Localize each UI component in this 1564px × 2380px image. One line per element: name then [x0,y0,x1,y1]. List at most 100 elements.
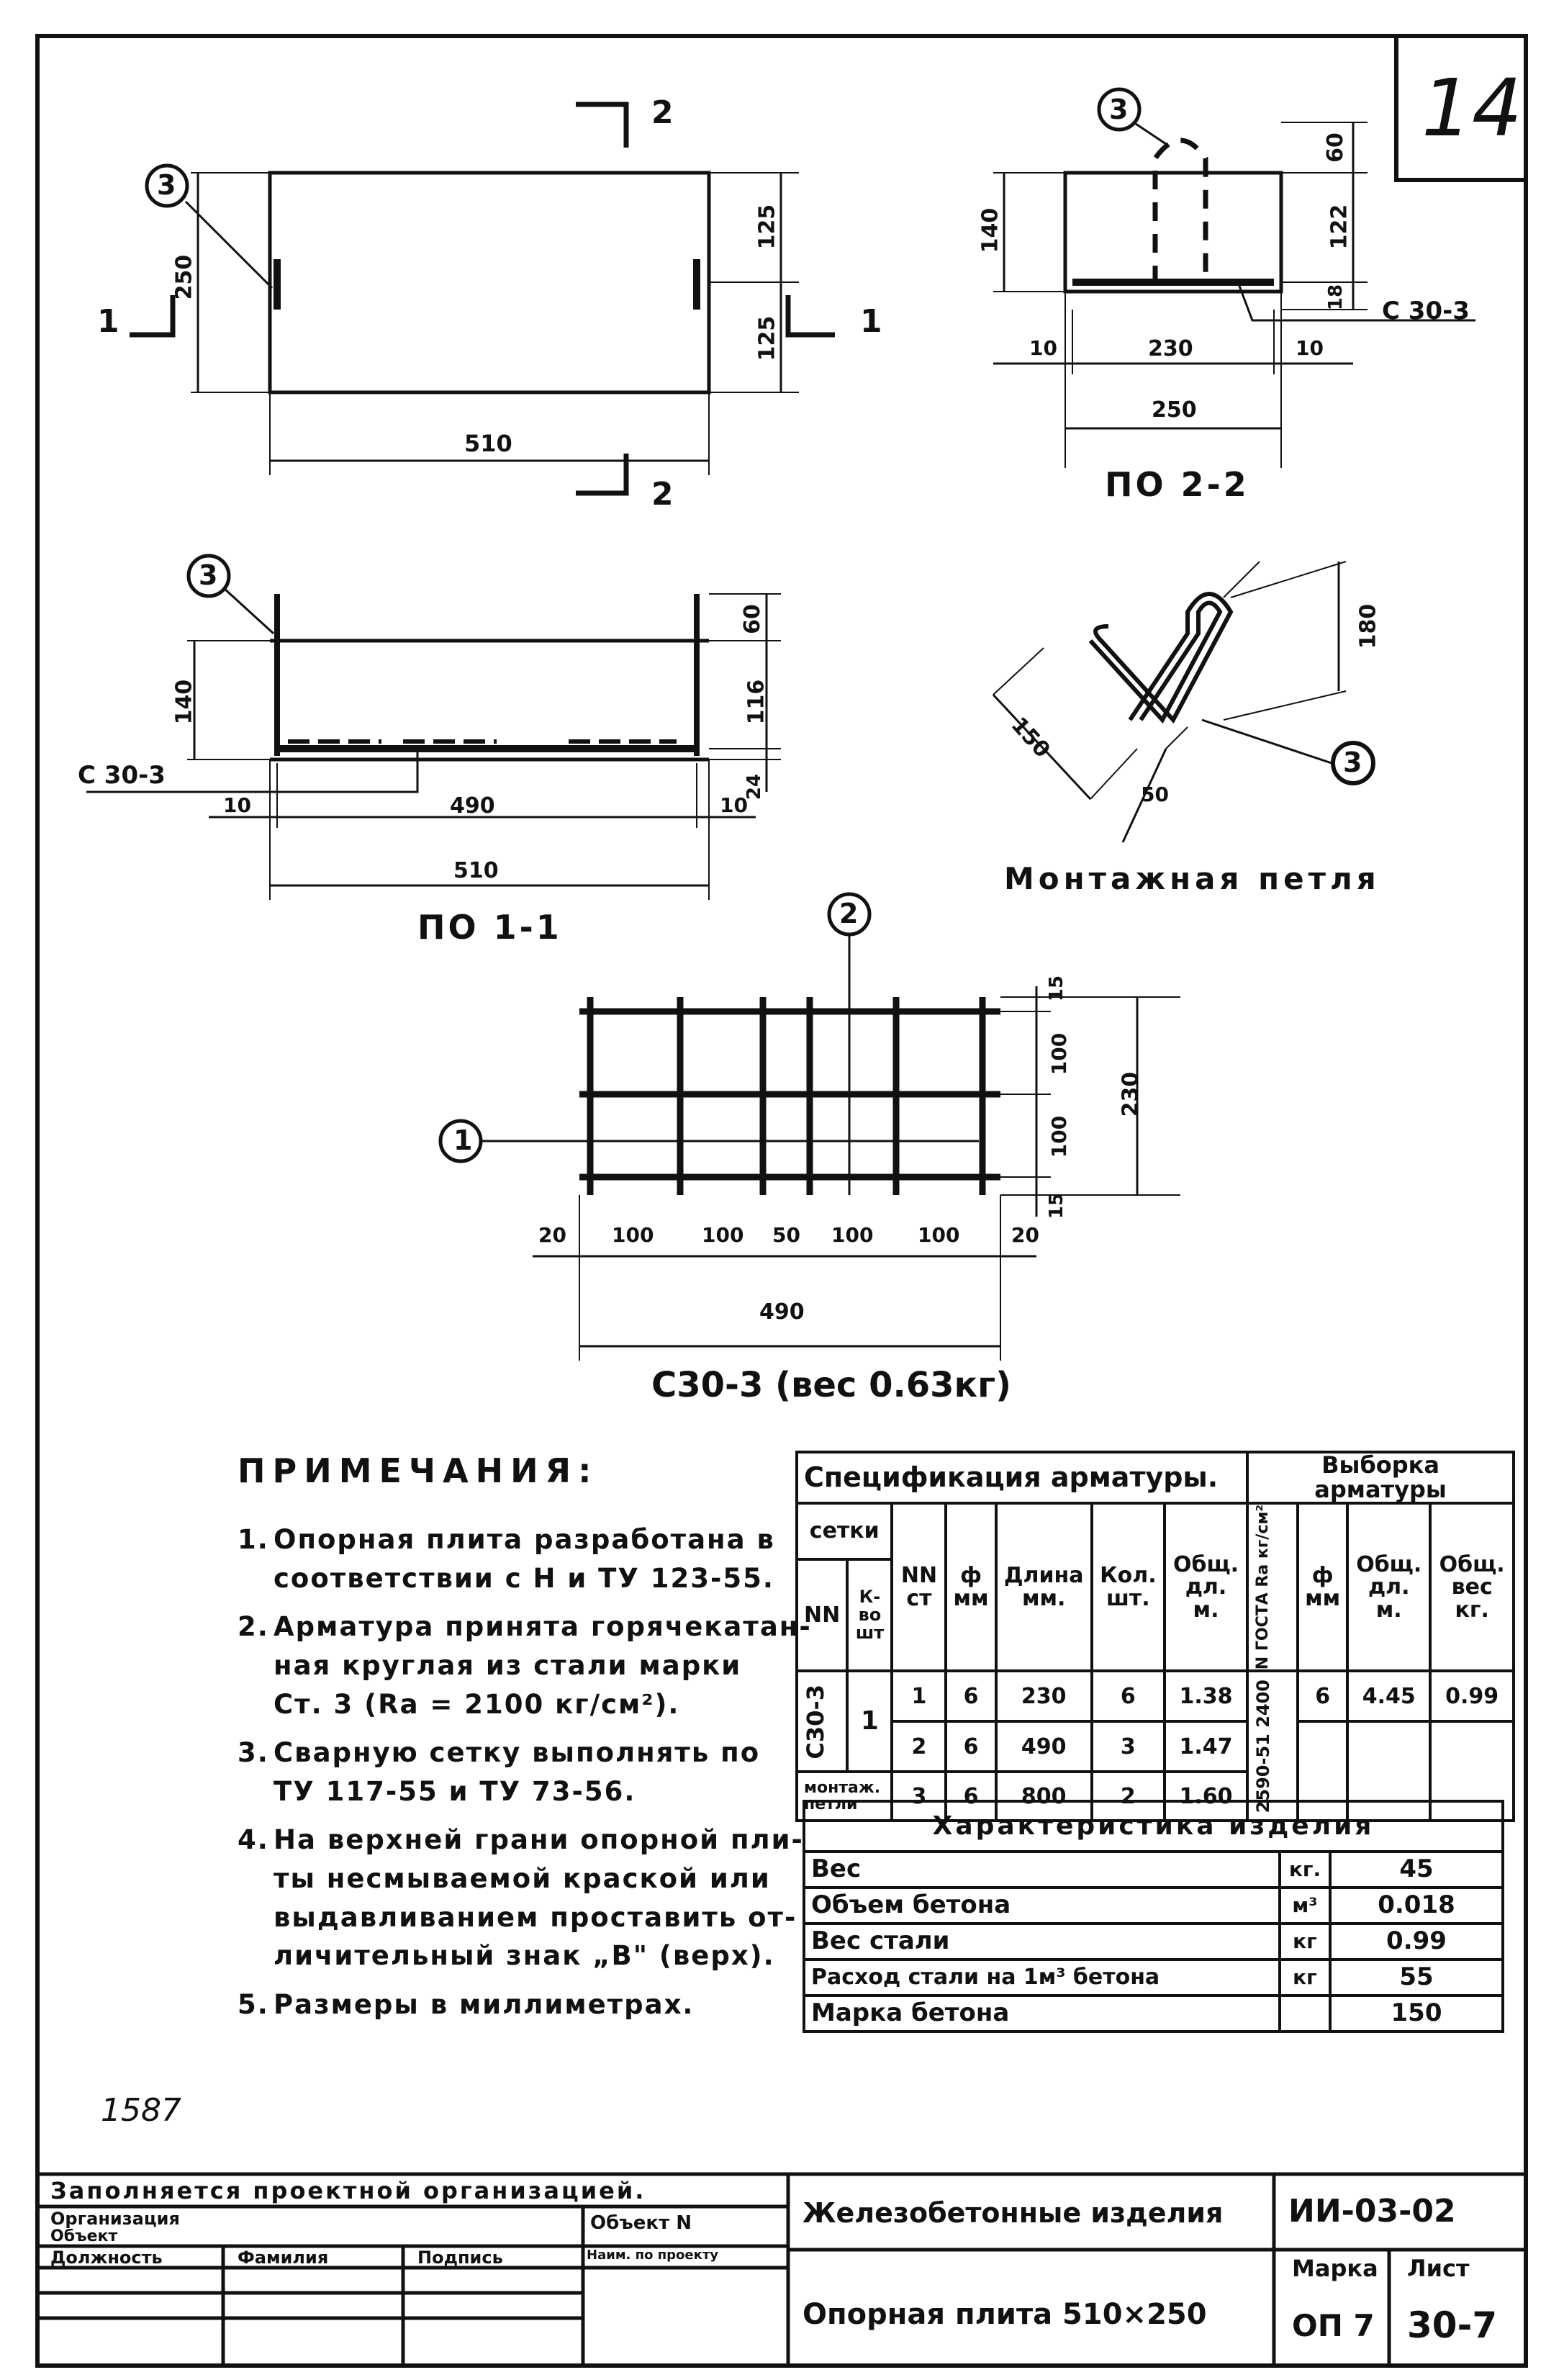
title-block-position: Должность [50,2248,163,2268]
char-unit: м³ [1278,1886,1332,1925]
gost-value-cell: 2590-51 2400 [1246,1669,1300,1823]
row1-qty: 6 [1090,1669,1166,1723]
section-1-1-label: ПО 1-1 [417,908,562,947]
title-block-header: Заполняется проектной организацией. [50,2177,646,2204]
header-length: Длина мм. [994,1502,1093,1673]
header-qty: Кол. шт. [1090,1502,1166,1673]
header-total-len: Общ. дл. м. [1162,1502,1249,1673]
char-value: 45 [1329,1850,1504,1889]
sheet-number-box [1394,34,1528,182]
row1-len: 230 [994,1669,1093,1723]
mesh-total-dim: 490 [759,1299,805,1325]
notes-block: ПРИМЕЧАНИЯ: 1.Опорная плита разработана … [238,1454,828,2034]
mesh-bottom-dim-50: 50 [772,1223,800,1247]
header-sel-dia: ф мм [1296,1502,1350,1673]
plan-section-2-bottom: 2 [651,476,674,513]
char-value: 0.99 [1329,1922,1504,1961]
sel-weight: 0.99 [1429,1669,1515,1723]
section-2-2-mesh-label: С 30-3 [1382,297,1470,325]
mesh-right-dim-100-a: 100 [1047,1032,1072,1076]
section-2-2-dim-18: 18 [1325,284,1347,311]
plan-height-dim: 250 [171,254,197,300]
section-1-1-bottom-490: 490 [450,793,495,819]
section-2-2-total-dim: 250 [1152,397,1197,423]
mesh-caption: С30-3 (вес 0.63кг) [651,1365,1012,1405]
row1-dia: 6 [944,1669,998,1723]
char-table: Характеристика изделия Вес кг. 45 Объем … [803,1800,1504,2033]
title-block-signature: Подпись [417,2248,503,2268]
mesh-bottom-dim-20-right: 20 [1011,1223,1039,1247]
plan-section-1-right: 1 [860,303,882,340]
note-item: 2.Арматура принята горячекатан- ная круг… [238,1611,812,1720]
char-name: Марка бетона [803,1994,1281,2033]
section-1-1-total-dim: 510 [453,858,499,883]
mesh-right-dim-15-bottom: 15 [1046,1192,1068,1220]
section-2-2-leader-3: 3 [1109,94,1129,125]
title-block-series: Железобетонные изделия [803,2197,1224,2229]
plan-half-dim-top: 125 [754,204,780,250]
row1-bar: 1 [890,1669,948,1723]
char-value: 0.018 [1329,1886,1504,1925]
header-sel-len: Общ. дл. м. [1346,1502,1432,1673]
char-unit: кг [1278,1958,1332,1997]
mesh-bottom-dim-20-left: 20 [538,1223,566,1247]
sheet-number: 14 [1421,62,1522,154]
row2-qty: 3 [1090,1720,1166,1774]
handwritten-note: 1587 [101,2092,181,2129]
char-unit [1278,1994,1332,2033]
note-item: 3.Сварную сетку выполнять по ТУ 117-55 и… [238,1737,761,1807]
header-bar-no: NN ст [890,1502,948,1673]
section-2-2-bottom-230: 230 [1148,336,1193,361]
char-unit: кг. [1278,1850,1332,1889]
mesh-right-dim-100-b: 100 [1047,1115,1072,1158]
spec-title: Спецификация арматуры. [795,1450,1249,1505]
note-item: 1.Опорная плита разработана в соответств… [238,1524,775,1594]
row2-dia: 6 [944,1720,998,1774]
row2-total: 1.47 [1162,1720,1249,1774]
header-mesh-no: NN [795,1558,849,1673]
title-block-frame [37,2172,1526,2366]
section-1-1-dim-24: 24 [743,773,766,801]
sheet-border [35,34,1528,2368]
mesh-drawing [438,892,1180,1361]
section-2-2-drawing [993,87,1475,468]
plan-leader-3: 3 [157,169,176,201]
plan-section-1-left: 1 [97,303,119,340]
row2-len: 490 [994,1720,1093,1774]
loop-dim-50: 50 [1141,783,1169,806]
title-block-org: Организация [50,2209,180,2229]
title-block-project-name: Наим. по проекту [587,2248,718,2263]
char-value: 55 [1329,1958,1504,1997]
char-unit: кг [1278,1922,1332,1961]
mesh-height-dim: 230 [1118,1071,1144,1117]
mesh-bottom-dim-100-d: 100 [918,1223,960,1247]
sel-dia: 6 [1296,1669,1350,1723]
section-1-1-dim-60: 60 [739,604,765,634]
mesh-leader-1: 1 [453,1124,473,1156]
title-block-sheet-label: Лист [1407,2255,1470,2282]
loop-leader-3: 3 [1343,747,1362,778]
char-title: Характеристика изделия [803,1800,1504,1853]
title-block-object: Объект [50,2227,118,2245]
title-block-mark: ОП 7 [1292,2308,1375,2343]
mesh-qty-cell: 1 [846,1669,894,1774]
row2-bar: 2 [890,1720,948,1774]
section-2-2-bottom-10-left: 10 [1029,336,1057,360]
section-2-2-bottom-10-right: 10 [1296,336,1324,360]
mesh-name-cell: С30-3 [795,1669,849,1774]
title-block-object-no: Объект N [590,2212,692,2234]
selection-title: Выборка арматуры [1246,1450,1515,1505]
section-2-2-dim-60: 60 [1322,132,1348,163]
plan-view [130,102,835,496]
mesh-bottom-dim-100-b: 100 [702,1223,744,1247]
title-block-code: ИИ-03-02 [1288,2193,1456,2230]
section-1-1-mesh-label: С 30-3 [78,761,166,790]
loop-label: Монтажная петля [1004,861,1380,896]
note-item: 5.Размеры в миллиметрах. [238,1989,695,2021]
section-1-1-height-dim: 140 [171,679,197,725]
char-name: Вес стали [803,1922,1281,1961]
loop-dim-180: 180 [1355,603,1381,649]
header-mesh-count: К-во шт [846,1558,894,1673]
title-block-surname: Фамилия [238,2248,329,2268]
